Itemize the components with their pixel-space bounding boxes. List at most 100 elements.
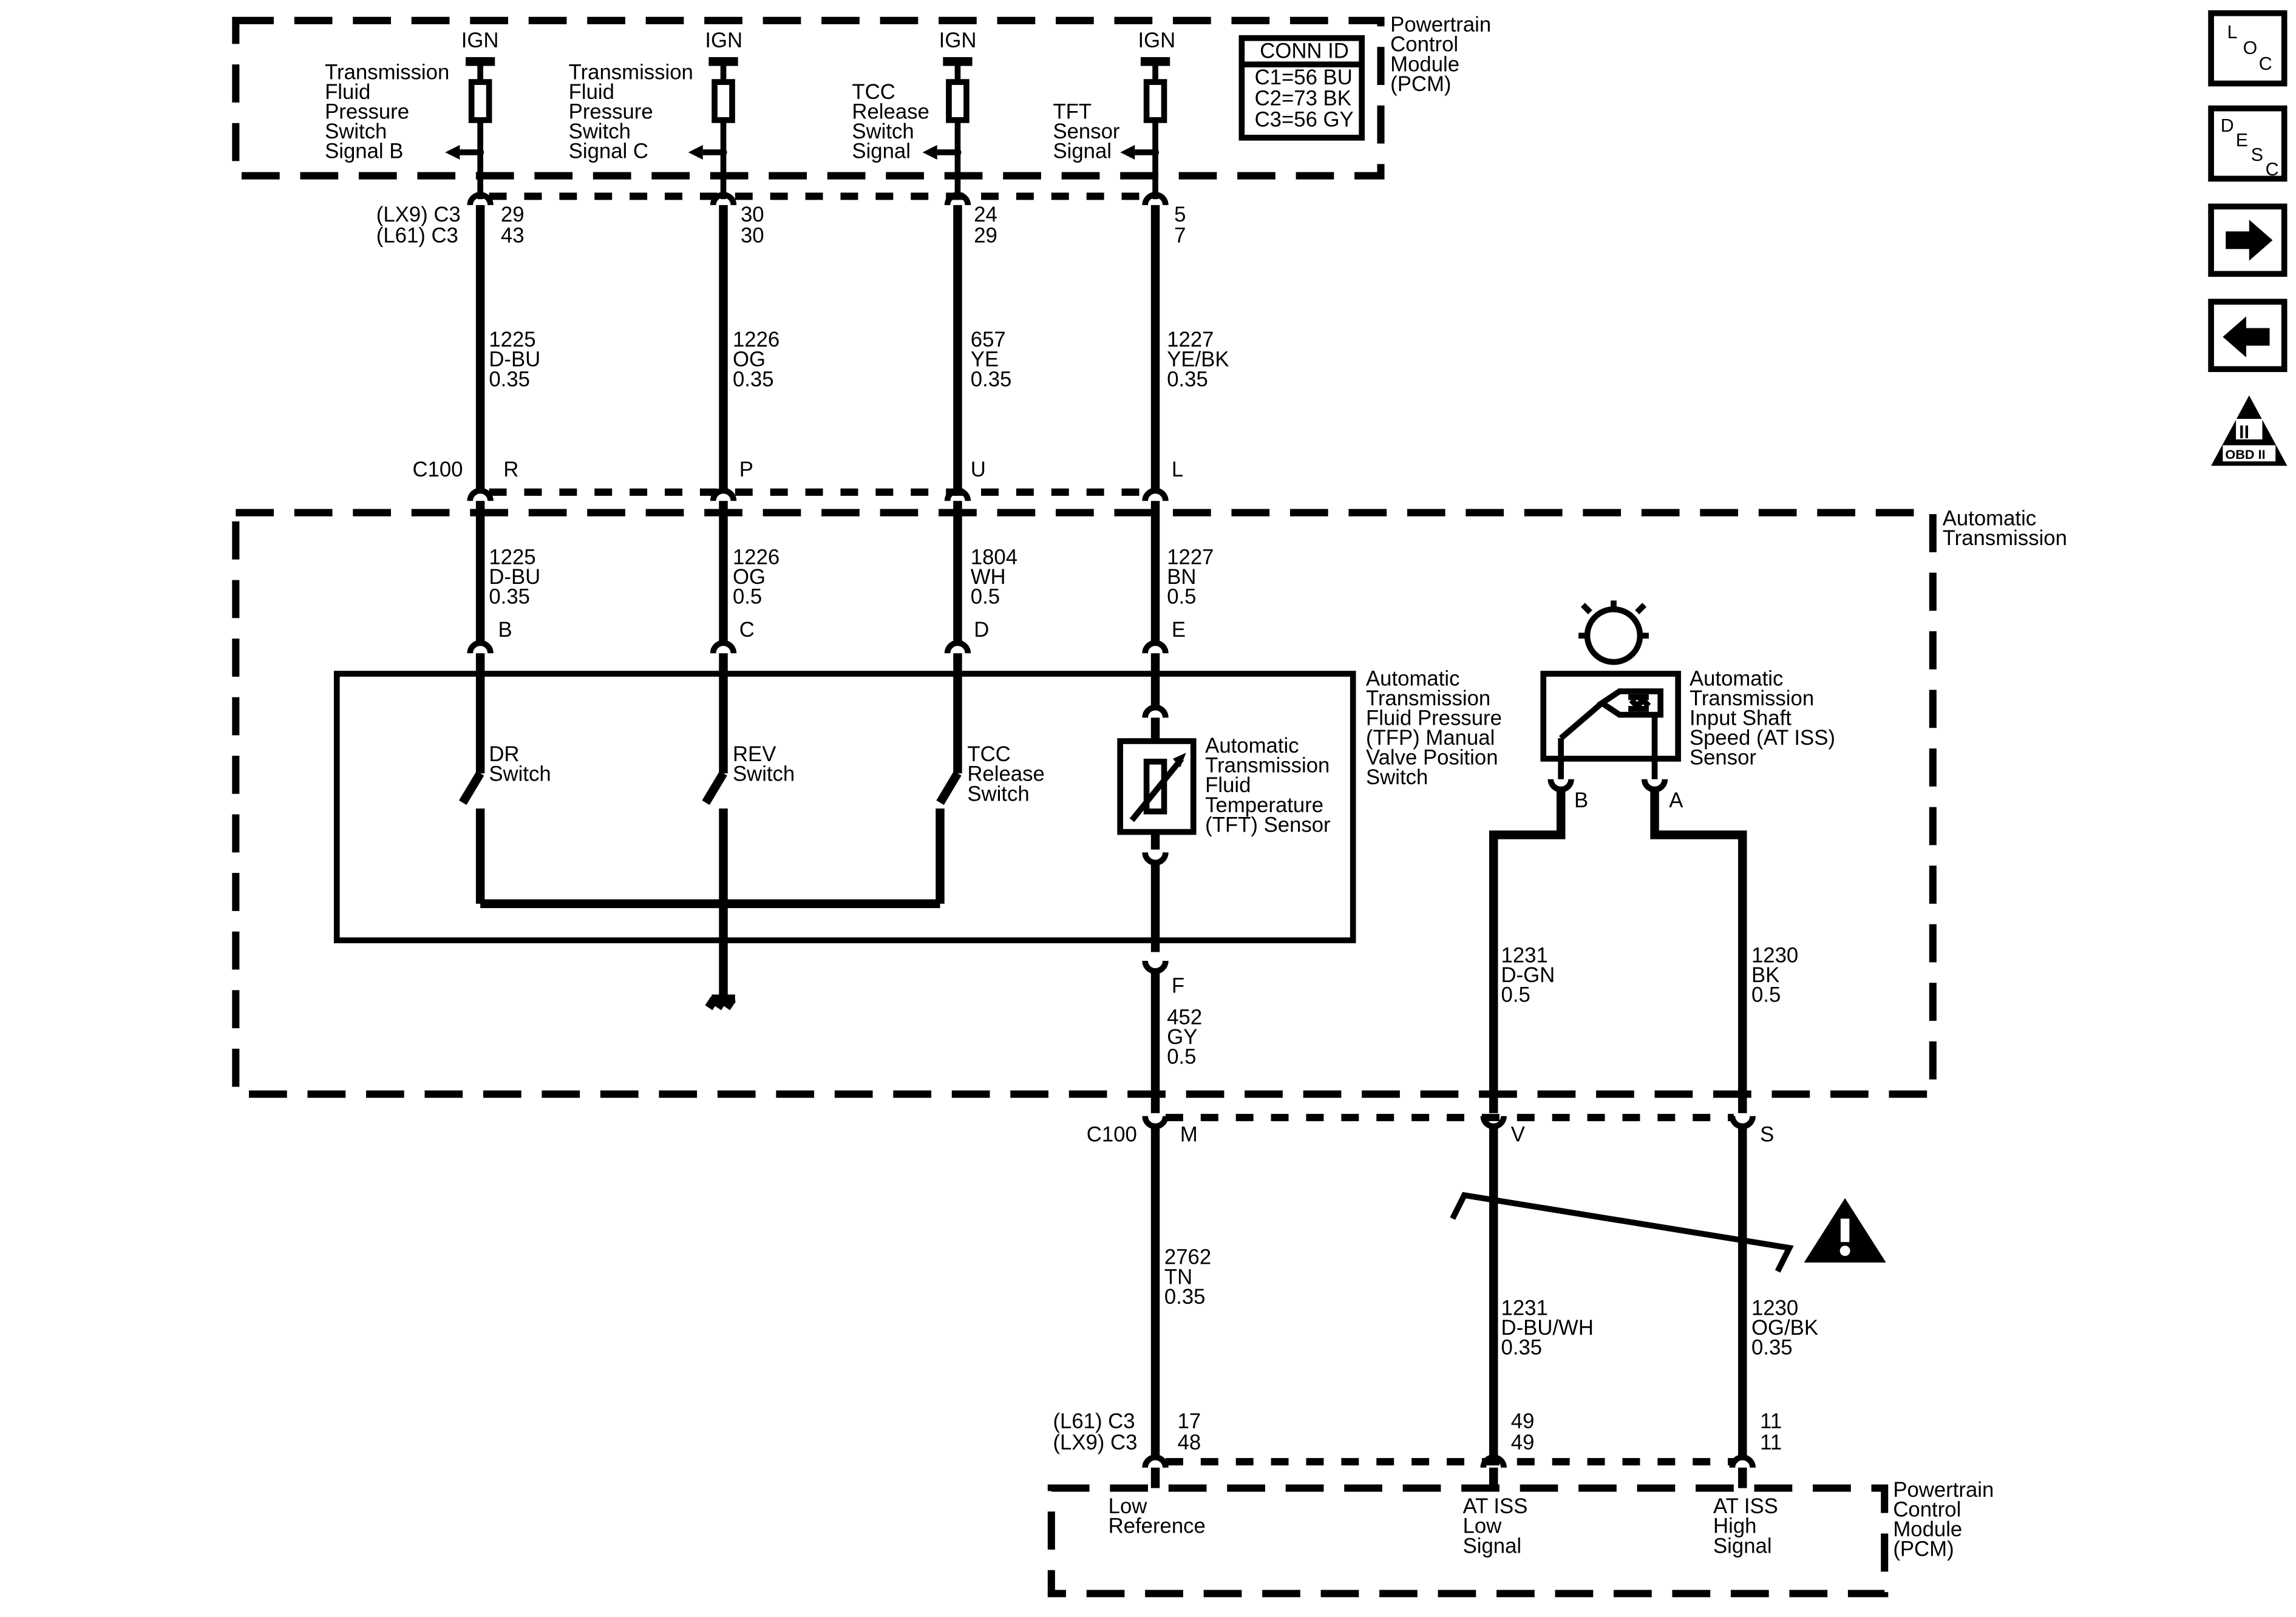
iss-w1-color: D-GN — [1501, 964, 1555, 987]
pcm-bottom-title-4: (PCM) — [1893, 1538, 1954, 1561]
tfp-pin-e: E — [1172, 619, 1186, 642]
lw1-circuit: 2762 — [1164, 1246, 1211, 1269]
pcm-top-title-1: Powertrain — [1390, 13, 1491, 36]
tfp-switch-box: Automatic Transmission Fluid Pressure (T… — [333, 653, 1502, 1011]
sig-b-l5: Signal B — [325, 140, 403, 163]
bottom-pin-2b: 49 — [1511, 1431, 1535, 1454]
sig-c-l2: Fluid — [569, 81, 614, 104]
lw3-gauge: 0.35 — [1751, 1336, 1793, 1359]
top-pin-2b: 30 — [741, 225, 764, 248]
top-c3-label-1: (LX9) C3 — [376, 203, 461, 226]
prev-button[interactable] — [2208, 299, 2288, 372]
loc-button[interactable]: L O C — [2208, 10, 2288, 87]
tfp-title-1: Automatic — [1366, 667, 1459, 690]
mw4-color: BN — [1167, 566, 1196, 589]
next-button[interactable] — [2208, 203, 2288, 277]
sig-tcc-l3: Switch — [852, 120, 914, 143]
top-pin-3b: 29 — [974, 225, 997, 248]
pcm-b-sig2-l2: Low — [1463, 1515, 1503, 1538]
desc-button[interactable]: D E S C — [2208, 105, 2288, 182]
desc-letter-e: E — [2236, 130, 2248, 151]
top-pin-3a: 24 — [974, 203, 997, 226]
tft-pin-f-label: F — [1172, 974, 1184, 997]
tfp-title-2: Transmission — [1366, 687, 1490, 710]
tfp-connector: B C D E — [467, 619, 1186, 654]
c100-top-pin-p: P — [739, 458, 753, 481]
arrow-right-icon — [2226, 219, 2273, 261]
bottom-pin-3a: 11 — [1760, 1410, 1782, 1433]
ign-label-3: IGN — [939, 29, 977, 52]
tft-pin-f: F 452 GY 0.5 — [1142, 960, 1202, 1113]
sensor-icon — [1578, 600, 1649, 665]
pcm-b-sig3-l2: High — [1713, 1515, 1756, 1538]
loc-icon: L — [2227, 22, 2238, 42]
c100-bottom-connector: C100 M V S — [1087, 1114, 1774, 1147]
uw1-color: D-BU — [489, 348, 540, 371]
pcm-b-sig1-l1: Low — [1109, 1495, 1148, 1518]
iss-title-2: Transmission — [1690, 687, 1814, 710]
tfp-pin-b: B — [498, 619, 512, 642]
ign-feed-1: IGN — [445, 29, 499, 200]
top-pin-4b: 7 — [1174, 225, 1186, 248]
obd2-numeral: II — [2239, 422, 2249, 442]
w452-gauge: 0.5 — [1167, 1046, 1196, 1069]
iss-title-4: Speed (AT ISS) — [1690, 727, 1835, 750]
tft-title-2: Transmission — [1205, 754, 1330, 778]
dr-switch: DR Switch — [458, 653, 551, 904]
bottom-c3-label-1: (L61) C3 — [1053, 1410, 1135, 1433]
bottom-pin-1a: 17 — [1178, 1410, 1201, 1433]
tfp-pin-c: C — [739, 619, 755, 642]
conn-id-row-2: C2=73 BK — [1255, 87, 1351, 110]
tft-sensor: Automatic Transmission Fluid Temperature… — [1117, 653, 1331, 952]
mw1-gauge: 0.35 — [489, 586, 530, 609]
obd2-button[interactable]: II OBD II — [2211, 395, 2288, 466]
sig-tcc-l1: TCC — [852, 81, 895, 104]
pcm-b-sig2-l3: Signal — [1463, 1534, 1522, 1558]
bottom-pin-2a: 49 — [1511, 1410, 1535, 1433]
pcm-top-title-2: Control — [1390, 33, 1458, 56]
rev-switch-l2: Switch — [733, 763, 795, 786]
mw3-circuit: 1804 — [971, 546, 1017, 569]
iss-w2-color: BK — [1751, 964, 1779, 987]
tcc-release-switch: TCC Release Switch — [936, 653, 1045, 904]
iss-w1-gauge: 0.5 — [1501, 984, 1530, 1007]
bottom-c3-label-2: (LX9) C3 — [1053, 1431, 1137, 1454]
c100-bottom-pin-m: M — [1180, 1124, 1198, 1147]
mw1-circuit: 1225 — [489, 546, 535, 569]
mw1-color: D-BU — [489, 566, 540, 589]
tfp-title-6: Switch — [1366, 766, 1428, 789]
top-c3-connector: (LX9) C3 (L61) C3 29 43 30 30 24 29 5 7 — [376, 192, 1186, 248]
mw2-color: OG — [733, 566, 766, 589]
bottom-c3-connector: (L61) C3 (LX9) C3 17 48 49 49 11 11 — [1053, 1410, 1782, 1488]
rev-switch-l1: REV — [733, 743, 776, 766]
c100-bottom-name: C100 — [1087, 1124, 1137, 1147]
tft-title-5: (TFT) Sensor — [1205, 813, 1330, 836]
iss-pin-b: B — [1574, 789, 1588, 812]
c100-top-connector: C100 R P U L — [412, 458, 1183, 501]
pcm-bottom-title-2: Control — [1893, 1499, 1961, 1522]
lw1-color: TN — [1164, 1266, 1192, 1289]
uw1-gauge: 0.35 — [489, 368, 530, 391]
desc-letter-s: S — [2251, 144, 2263, 165]
sig-c-l5: Signal C — [569, 140, 648, 163]
uw4-gauge: 0.35 — [1167, 368, 1208, 391]
mw2-circuit: 1226 — [733, 546, 779, 569]
signal-label-tft: TFT Sensor Signal — [1053, 100, 1119, 163]
uw4-circuit: 1227 — [1167, 328, 1214, 351]
c100-top-name: C100 — [412, 458, 463, 481]
mw3-gauge: 0.5 — [971, 586, 1000, 609]
sig-tft-l2: Sensor — [1053, 120, 1119, 143]
lw3-color: OG/BK — [1751, 1317, 1818, 1340]
c100-top-pin-r: R — [503, 458, 518, 481]
tfp-pin-d: D — [974, 619, 989, 642]
top-pin-2a: 30 — [741, 203, 764, 226]
iss-pin-a: A — [1669, 789, 1683, 812]
tcc-switch-l3: Switch — [967, 782, 1029, 805]
iss-w1-circuit: 1231 — [1501, 944, 1548, 967]
sig-tcc-l2: Release — [852, 100, 929, 123]
pcm-b-sig3-l1: AT ISS — [1713, 1495, 1778, 1518]
obd2-icon — [2211, 395, 2288, 466]
ign-feed-2: IGN — [688, 29, 742, 200]
iss-sensor: B A Automatic Transmission Input Shaft S… — [1489, 600, 1835, 1113]
w452-color: GY — [1167, 1026, 1197, 1049]
